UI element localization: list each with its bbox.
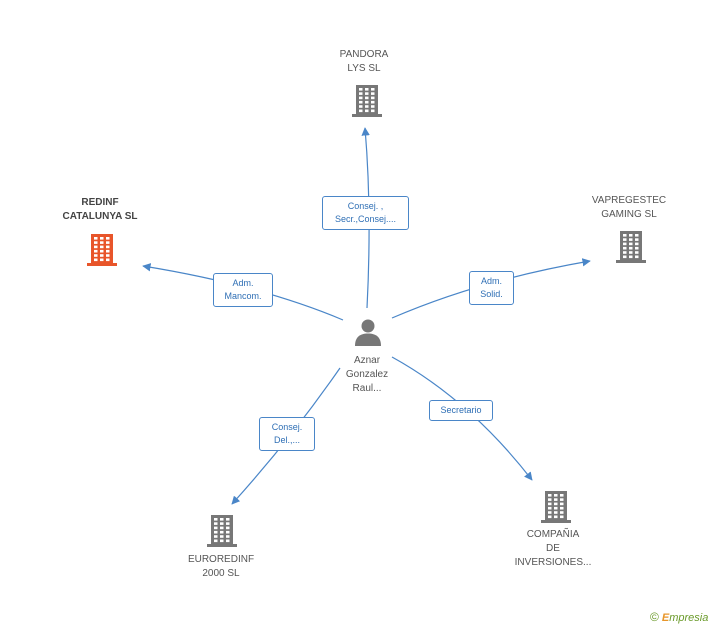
building-icon[interactable]: [615, 230, 647, 264]
company-name-line: PANDORA: [339, 49, 389, 60]
brand-initial: E: [661, 612, 670, 624]
relation-label-line: Mancom.: [224, 291, 262, 301]
person-name-line: Gonzalez: [345, 369, 389, 380]
relation-label-line: Adm.: [480, 276, 502, 286]
brand-logo: ©Empresia: [650, 610, 708, 624]
company-name-line: VAPREGESTEC: [591, 195, 667, 206]
company-label-pandora[interactable]: PANDORA LYS SL: [294, 48, 434, 76]
company-name-line: 2000 SL: [202, 568, 240, 579]
company-name-line: DE: [546, 543, 560, 554]
company-label-euroredinf[interactable]: EUROREDINF 2000 SL: [151, 553, 291, 581]
relation-label-line: Adm.: [232, 278, 254, 288]
relation-label-line: Consej.: [271, 422, 303, 432]
company-name-line: LYS SL: [347, 63, 381, 74]
relation-label-compania[interactable]: Secretario: [429, 400, 493, 421]
relation-label-euroredinf[interactable]: Consej. Del.,...: [259, 417, 315, 451]
building-icon[interactable]: [206, 514, 238, 548]
copyright-icon: ©: [650, 610, 659, 624]
relation-label-pandora[interactable]: Consej. , Secr.,Consej....: [322, 196, 409, 230]
company-name-line: COMPAÑIA: [526, 529, 580, 540]
relation-label-redinf[interactable]: Adm. Mancom.: [213, 273, 273, 307]
brand-name: mpresia: [669, 612, 709, 624]
person-icon[interactable]: [354, 318, 382, 346]
company-name-line: CATALUNYA SL: [62, 211, 138, 222]
company-name-line: INVERSIONES...: [514, 557, 592, 568]
relation-label-line: Solid.: [480, 289, 503, 299]
company-label-vapregestec[interactable]: VAPREGESTEC GAMING SL: [559, 194, 699, 222]
relation-label-line: Consej. ,: [347, 201, 384, 211]
company-name-line: GAMING SL: [601, 209, 657, 220]
person-name[interactable]: Aznar Gonzalez Raul...: [297, 354, 437, 396]
building-icon[interactable]: [540, 490, 572, 524]
company-name-line: EUROREDINF: [187, 554, 255, 565]
building-icon[interactable]: [86, 233, 118, 267]
person-name-line: Aznar: [353, 355, 381, 366]
building-icon[interactable]: [351, 84, 383, 118]
company-label-redinf[interactable]: REDINF CATALUNYA SL: [30, 196, 170, 224]
relation-label-line: Secr.,Consej....: [334, 214, 397, 224]
relation-label-line: Secretario: [440, 405, 482, 415]
company-name-line: REDINF: [81, 197, 119, 208]
person-name-line: Raul...: [352, 383, 382, 394]
relation-label-line: Del.,...: [273, 435, 300, 445]
company-label-compania[interactable]: COMPAÑIA DE INVERSIONES...: [483, 528, 623, 570]
relation-label-vapregestec[interactable]: Adm. Solid.: [469, 271, 514, 305]
